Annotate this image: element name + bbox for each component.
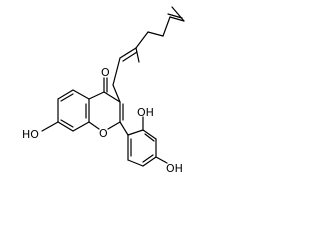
hydroxyl-4prime-label: OH: [166, 162, 183, 175]
chemical-structure-drawing: O O HO OH OH: [22, 6, 185, 175]
resorcinol-ring: [119, 116, 168, 167]
benzo-ring: [41, 89, 90, 132]
pyranone-ring: [88, 77, 124, 130]
ring-oxygen-label: O: [99, 127, 108, 140]
geranyl-side-chain: [112, 6, 185, 103]
ketone-oxygen-label: O: [101, 66, 110, 79]
molecule-canvas: O O HO OH OH: [0, 0, 187, 184]
hydroxyl-7-label: HO: [22, 128, 39, 141]
hydroxyl-2prime-label: OH: [137, 106, 154, 119]
